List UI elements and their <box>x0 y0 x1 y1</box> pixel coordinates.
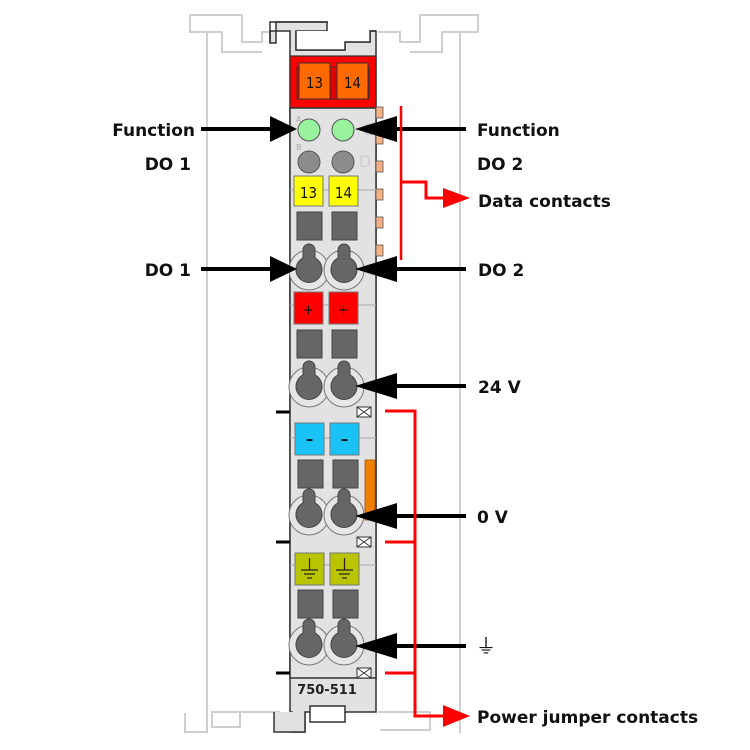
led-unused-d <box>331 150 355 174</box>
terminal-group-pe <box>288 552 376 666</box>
terminal-label-plus-1: + <box>303 303 314 318</box>
black-arrowheads <box>270 116 397 659</box>
terminal-label-minus-1: – <box>306 430 314 448</box>
label-power-jumper-contacts: Power jumper contacts <box>477 708 698 728</box>
led-letter-d: D <box>359 152 371 171</box>
black-arrows <box>201 127 466 648</box>
clamp-0v-2[interactable] <box>330 488 358 529</box>
label-24v: 24 V <box>478 378 522 398</box>
label-do1: DO 1 <box>145 261 191 281</box>
release-slot[interactable] <box>297 459 324 489</box>
left-ticks <box>276 410 290 675</box>
led-function-do2 <box>331 118 355 142</box>
power-jumper-markers <box>356 406 372 679</box>
label-0v: 0 V <box>477 508 509 528</box>
terminal-group-0v: – – <box>288 422 376 536</box>
terminal-group-do: 13 14 <box>288 175 376 291</box>
release-slot[interactable] <box>297 589 324 619</box>
data-contacts <box>375 106 384 257</box>
label-function-do2-line2: DO 2 <box>477 155 523 175</box>
label-function-do1-line1: Function <box>112 121 195 141</box>
led-letter-a: A <box>296 115 302 124</box>
power-jumper-bracket <box>385 409 470 727</box>
led-letter-b: B <box>296 143 302 152</box>
clamp-0v-1[interactable] <box>295 488 323 529</box>
pe-symbol-1 <box>301 558 318 579</box>
clamp-pe-1[interactable] <box>295 618 323 659</box>
clamp-24v-2[interactable] <box>330 360 358 401</box>
label-do2: DO 2 <box>478 261 524 281</box>
label-function-do1-line2: DO 1 <box>145 155 191 175</box>
label-data-contacts: Data contacts <box>478 192 611 212</box>
top-connector-label-14: 14 <box>344 74 361 92</box>
top-connector-plug-14 <box>336 62 369 100</box>
terminal-label-13: 13 <box>300 184 317 202</box>
top-connector-label-13: 13 <box>306 74 323 92</box>
release-slot[interactable] <box>296 329 323 359</box>
terminal-group-24v: + + <box>288 291 376 408</box>
model-number: 750-511 <box>297 683 357 698</box>
release-slot[interactable] <box>296 211 323 241</box>
led-function-do1 <box>297 118 321 142</box>
clamp-do2[interactable] <box>330 243 358 284</box>
terminal-label-minus-2: – <box>341 430 349 448</box>
clamp-pe-2[interactable] <box>330 618 358 659</box>
led-panel: A B C D <box>296 115 373 174</box>
release-slot[interactable] <box>332 459 359 489</box>
data-contacts-bracket <box>399 106 470 260</box>
release-slot[interactable] <box>331 329 358 359</box>
neighbor-module-outline <box>184 14 479 733</box>
release-slot[interactable] <box>331 211 358 241</box>
top-connector-plug-13 <box>298 62 331 100</box>
clamp-24v-1[interactable] <box>295 360 323 401</box>
release-slot[interactable] <box>332 589 359 619</box>
label-function-do2-line1: Function <box>477 121 560 141</box>
terminal-label-14: 14 <box>335 184 352 202</box>
label-ground-symbol: ⏚ <box>476 634 496 658</box>
led-unused-b <box>297 150 321 174</box>
top-connector: 13 14 <box>289 55 377 109</box>
pe-symbol-2 <box>336 558 353 579</box>
terminal-label-plus-2: + <box>338 303 349 318</box>
